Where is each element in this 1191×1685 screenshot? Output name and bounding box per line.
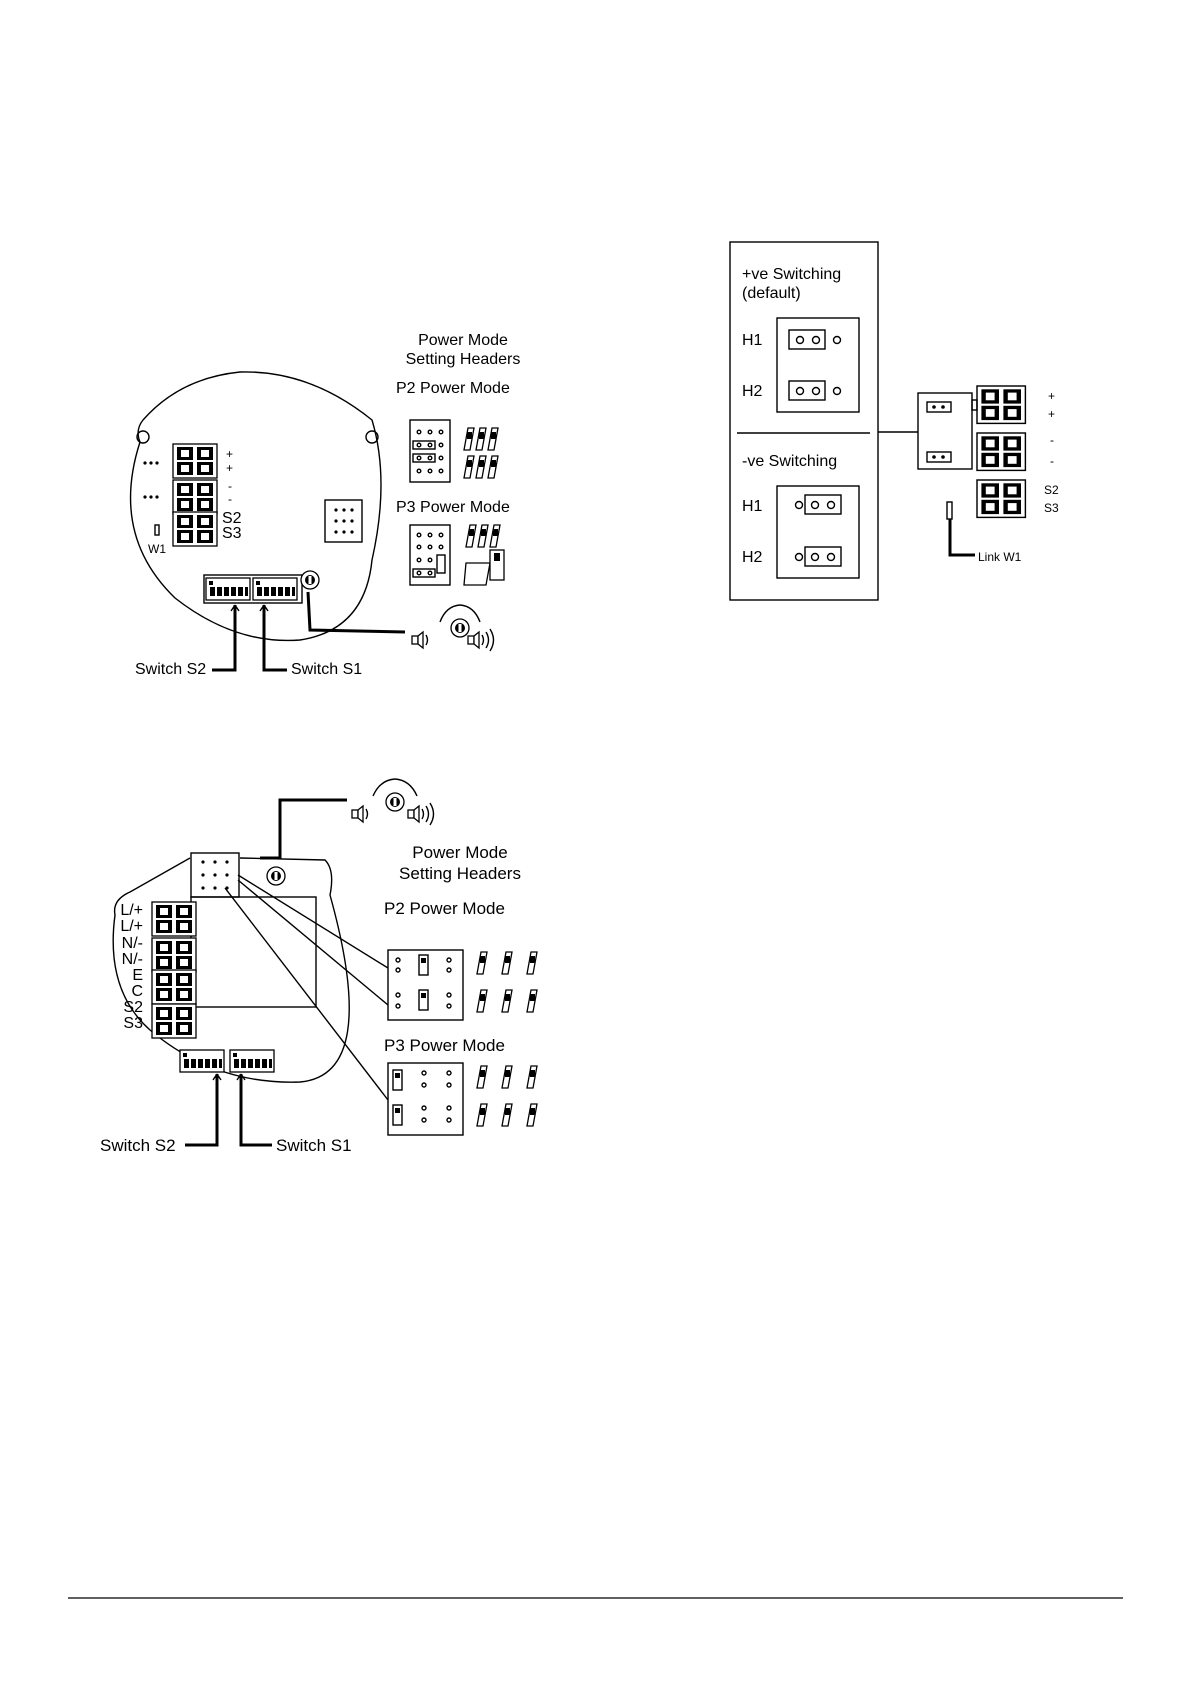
link-w1-jumper [155, 525, 159, 535]
bottom-switch-s2-label: Switch S2 [100, 1136, 176, 1155]
top-p3-label: P3 Power Mode [396, 499, 510, 516]
pos-h1-label: H1 [742, 332, 763, 349]
switch-s2-dip [180, 1050, 224, 1072]
dot-row-2 [143, 495, 158, 498]
neg-h1-label: H1 [742, 498, 763, 515]
right-terminal-plus-2: + [1048, 407, 1055, 421]
bottom-p3-header [388, 1063, 463, 1135]
right-link-w1: Link W1 [978, 550, 1022, 564]
terminal-block-minus [977, 433, 1025, 470]
bottom-headers-title-1: Power Mode [412, 843, 507, 862]
terminal-block-s [977, 480, 1025, 517]
neg-switching-label: -ve Switching [742, 453, 837, 470]
jumper-link-icon [464, 428, 498, 478]
transformer-block [191, 897, 316, 1007]
terminal-label: C [131, 983, 143, 1000]
terminal-label: L/+ [120, 902, 143, 919]
speaker-loud-icon [468, 629, 494, 651]
switching-diagram: +ve Switching (default) H1 H2 -ve Switch… [730, 242, 1059, 600]
jumper-link-icon [477, 952, 537, 1012]
top-board-diagram: + + - - S2 S3 W1 Switch S2 Switch S1 Pow… [131, 332, 521, 678]
bottom-switch-s1-label: Switch S1 [276, 1136, 352, 1155]
volume-knob-icon [451, 619, 469, 637]
top-terminal-plus-1: + [226, 447, 233, 461]
volume-knob-icon [301, 571, 319, 589]
terminal-block-ec [152, 970, 196, 1004]
top-p2-label: P2 Power Mode [396, 380, 510, 397]
jumper-link-icon [464, 525, 504, 585]
top-link-w1: W1 [148, 542, 166, 556]
terminal-block-s [173, 512, 217, 546]
bottom-p2-label: P2 Power Mode [384, 899, 505, 918]
top-headers-title-1: Power Mode [418, 332, 508, 349]
speaker-quiet-icon [412, 632, 428, 648]
switch-s1-dip [230, 1050, 274, 1072]
right-terminal-s2: S2 [1044, 483, 1059, 497]
top-p2-header [410, 420, 450, 482]
bottom-headers-title-2: Setting Headers [399, 864, 521, 883]
right-terminal-plus-1: + [1048, 389, 1055, 403]
terminal-block-l [152, 902, 196, 936]
terminal-label: E [132, 967, 143, 984]
top-terminal-minus-2: - [228, 492, 232, 506]
neg-h2-label: H2 [742, 549, 763, 566]
terminal-block-n [152, 938, 196, 972]
terminal-label: S3 [123, 1015, 143, 1032]
top-headers-title-2: Setting Headers [406, 351, 521, 368]
terminal-block-plus [977, 386, 1025, 423]
pos-default-label: (default) [742, 285, 801, 302]
jumper-link-icon [477, 1066, 537, 1126]
terminal-label: N/- [122, 935, 143, 952]
bottom-p2-header [388, 950, 463, 1020]
top-terminal-s3: S3 [222, 525, 242, 542]
bottom-p3-label: P3 Power Mode [384, 1036, 505, 1055]
switch-s2-dip [206, 578, 250, 600]
top-terminal-minus-1: - [228, 479, 232, 493]
top-switch-s2-label: Switch S2 [135, 661, 206, 678]
link-w1-jumper [947, 502, 952, 519]
right-terminal-minus-1: - [1050, 433, 1054, 447]
switch-s1-dip [253, 578, 297, 600]
terminal-block-plus [173, 444, 217, 478]
terminal-block-s [152, 1004, 196, 1038]
bottom-board-diagram: L/+ L/+ N/- N/- E C S2 S3 Switch S2 Swit… [100, 779, 537, 1155]
top-p3-header [410, 525, 450, 585]
top-terminal-plus-2: + [226, 461, 233, 475]
speaker-quiet-icon [352, 806, 368, 822]
right-terminal-s3: S3 [1044, 501, 1059, 515]
right-terminal-minus-2: - [1050, 454, 1054, 468]
volume-knob-icon [267, 867, 285, 885]
header-block [325, 500, 362, 542]
terminal-label: S2 [123, 999, 143, 1016]
terminal-block-minus [173, 480, 217, 514]
top-switch-s1-label: Switch S1 [291, 661, 362, 678]
volume-knob-icon [386, 793, 404, 811]
speaker-loud-icon [408, 803, 434, 825]
switching-board [918, 393, 972, 469]
terminal-label: L/+ [120, 918, 143, 935]
dot-row-1 [143, 461, 158, 464]
neg-header-box [777, 486, 859, 578]
terminal-label: N/- [122, 951, 143, 968]
pos-h2-label: H2 [742, 383, 763, 400]
pos-switching-label: +ve Switching [742, 266, 841, 283]
